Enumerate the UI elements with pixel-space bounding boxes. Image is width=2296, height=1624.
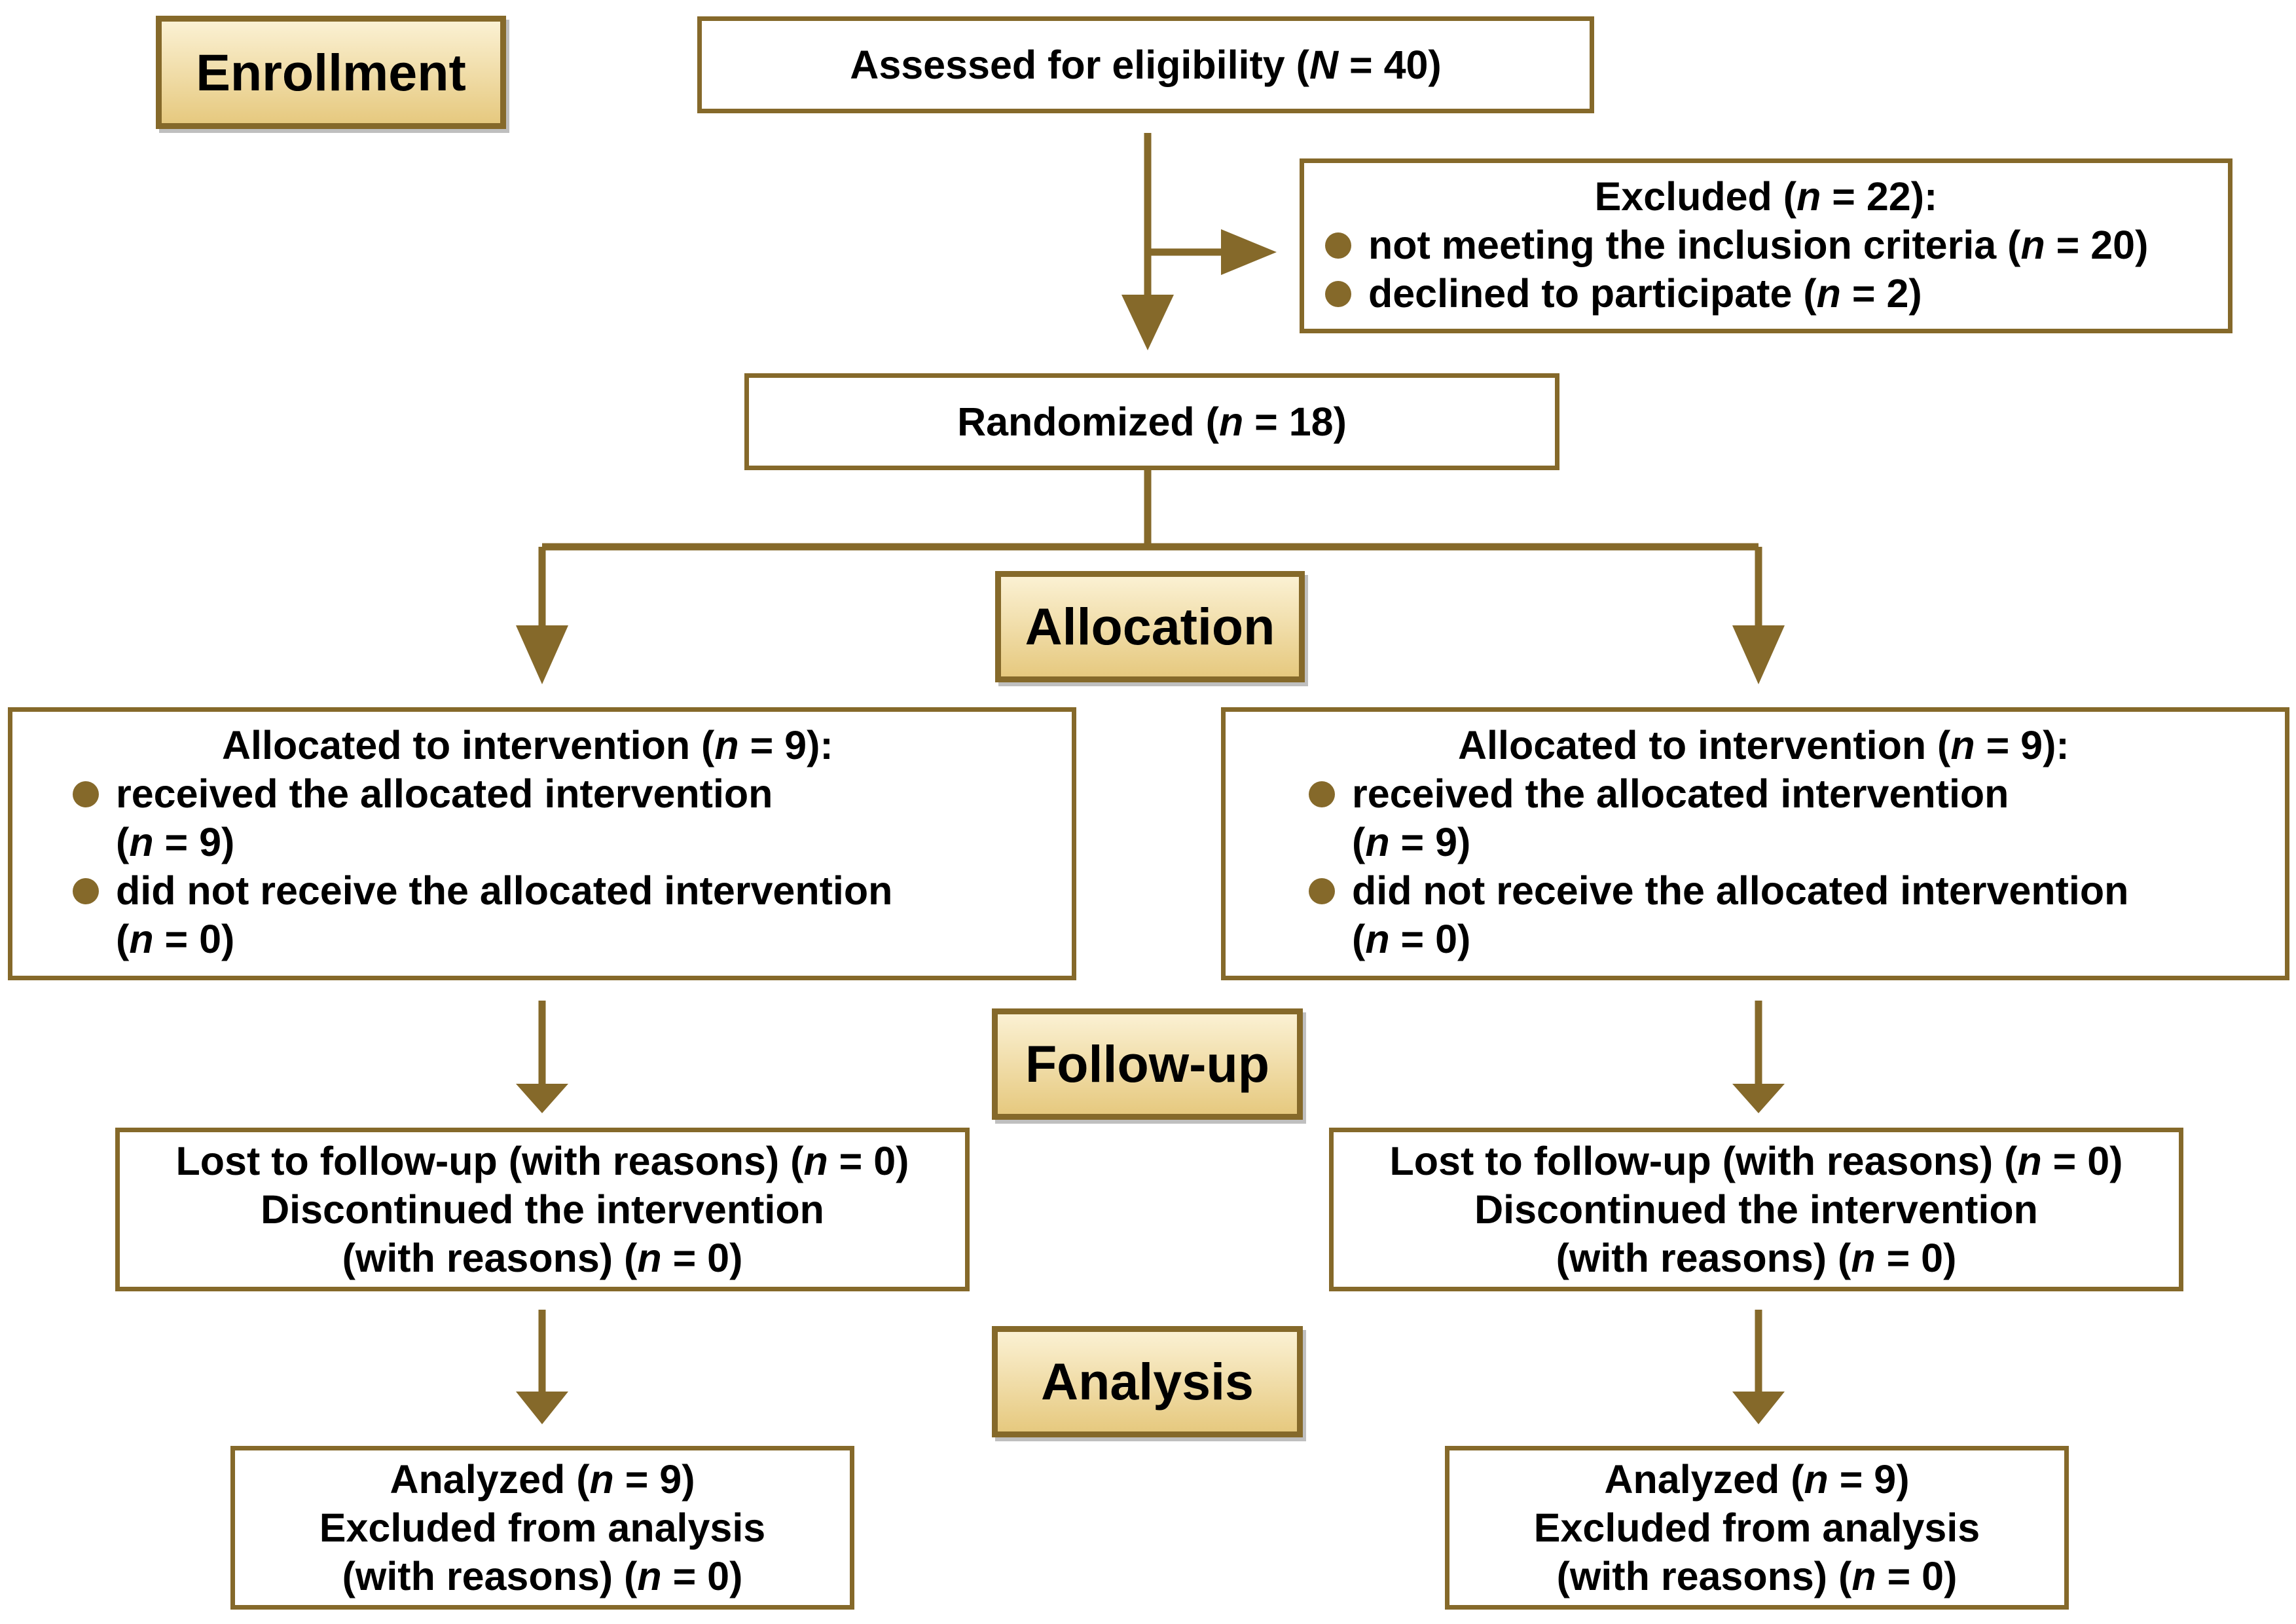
- arrowhead-left-followup: [516, 1084, 568, 1113]
- analysis-line: (with reasons) (n = 0): [1556, 1554, 1958, 1598]
- stage-enrollment: Enrollment: [156, 16, 506, 129]
- allocated-item-received-count: (n = 9): [116, 820, 235, 864]
- stage-follow-up-label: Follow-up: [1025, 1035, 1269, 1093]
- arrowhead-left-alloc: [516, 625, 568, 684]
- arrowhead-right-alloc: [1732, 625, 1785, 684]
- allocated-title: Allocated to intervention (n = 9):: [1458, 723, 2069, 767]
- left-allocated-box: Allocated to intervention (n = 9): recei…: [8, 707, 1076, 980]
- stage-allocation: Allocation: [995, 571, 1305, 682]
- excluded-item: declined to participate (n = 2): [1324, 269, 2228, 318]
- assessed-text: Assessed for eligibility (N = 40): [850, 43, 1442, 87]
- allocated-item-received: received the allocated intervention: [71, 769, 1072, 818]
- stage-analysis-label: Analysis: [1041, 1352, 1254, 1411]
- followup-line: (with reasons) (n = 0): [1556, 1236, 1957, 1280]
- right-allocated-box: Allocated to intervention (n = 9): recei…: [1221, 707, 2289, 980]
- arrowhead-to-excluded: [1221, 229, 1277, 275]
- allocated-item-received: received the allocated intervention: [1307, 769, 2285, 818]
- followup-line: Lost to follow-up (with reasons) (n = 0): [1389, 1139, 2123, 1183]
- allocated-item-not-received: did not receive the allocated interventi…: [1307, 866, 2285, 915]
- followup-line: Discontinued the intervention: [1474, 1187, 2038, 1232]
- allocated-item-received-count: (n = 9): [1352, 820, 1471, 864]
- arrowhead-to-randomized: [1121, 295, 1174, 350]
- left-analysis-box: Analyzed (n = 9) Excluded from analysis …: [230, 1446, 854, 1610]
- stage-allocation-label: Allocation: [1025, 597, 1275, 655]
- right-analysis-box: Analyzed (n = 9) Excluded from analysis …: [1445, 1446, 2069, 1610]
- excluded-box: Excluded (n = 22): not meeting the inclu…: [1300, 158, 2232, 333]
- arrowhead-right-analysis: [1732, 1392, 1785, 1424]
- analysis-line: Analyzed (n = 9): [390, 1457, 695, 1502]
- left-followup-box: Lost to follow-up (with reasons) (n = 0)…: [115, 1128, 970, 1291]
- allocated-item-not-received-count: (n = 0): [116, 917, 235, 961]
- excluded-title: Excluded (n = 22):: [1594, 174, 1938, 219]
- stage-enrollment-label: Enrollment: [196, 43, 466, 101]
- followup-line: Lost to follow-up (with reasons) (n = 0): [175, 1139, 909, 1183]
- randomized-text: Randomized (n = 18): [957, 399, 1347, 444]
- allocated-title: Allocated to intervention (n = 9):: [222, 723, 833, 767]
- stage-follow-up: Follow-up: [992, 1008, 1303, 1120]
- followup-line: Discontinued the intervention: [261, 1187, 824, 1232]
- arrowhead-left-analysis: [516, 1392, 568, 1424]
- stage-analysis: Analysis: [992, 1326, 1303, 1437]
- analysis-line: Analyzed (n = 9): [1604, 1457, 1910, 1502]
- allocated-item-not-received-count: (n = 0): [1352, 917, 1471, 961]
- excluded-item: not meeting the inclusion criteria (n = …: [1324, 221, 2228, 269]
- assessed-box: Assessed for eligibility (N = 40): [697, 16, 1594, 113]
- analysis-line: Excluded from analysis: [319, 1505, 766, 1550]
- arrowhead-right-followup: [1732, 1084, 1785, 1113]
- right-followup-box: Lost to follow-up (with reasons) (n = 0)…: [1329, 1128, 2183, 1291]
- followup-line: (with reasons) (n = 0): [342, 1236, 743, 1280]
- randomized-box: Randomized (n = 18): [744, 373, 1559, 470]
- allocated-item-not-received: did not receive the allocated interventi…: [71, 866, 1072, 915]
- analysis-line: (with reasons) (n = 0): [342, 1554, 743, 1598]
- analysis-line: Excluded from analysis: [1533, 1505, 1980, 1550]
